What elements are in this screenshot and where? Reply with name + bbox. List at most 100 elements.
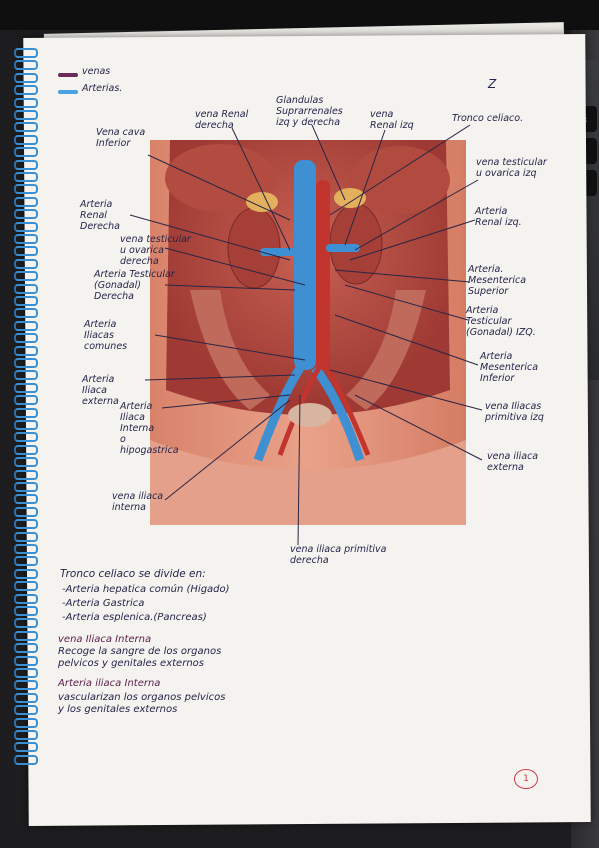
spleen-area xyxy=(350,146,450,214)
spiral-coil xyxy=(14,184,38,195)
anatomy-illustration xyxy=(150,140,466,525)
label-arteria-iliaca-interna: Arteria Iliaca Interna o hipogastrica xyxy=(120,401,179,456)
label-arteria-iliacas-comunes: Arteria Iliacas comunes xyxy=(84,319,128,352)
spiral-coil xyxy=(14,370,38,381)
page-number: 1 xyxy=(514,769,538,789)
spiral-coil xyxy=(14,271,38,282)
spiral-coil xyxy=(14,85,38,96)
spiral-coil xyxy=(14,110,38,120)
label-vena-cava-inferior: Vena cava Inferior xyxy=(96,127,146,149)
spiral-coil xyxy=(14,692,38,703)
spiral-coil xyxy=(14,717,38,728)
spiral-coil xyxy=(14,122,38,133)
spiral-coil xyxy=(14,246,38,257)
note-vena-iliaca-text: Recoge la sangre de los organos pelvicos… xyxy=(58,646,222,669)
label-vena-iliaca-externa: vena iliaca externa xyxy=(487,451,539,473)
spiral-coil xyxy=(14,258,38,269)
lower-abdomen xyxy=(150,440,466,525)
spiral-coil xyxy=(14,420,38,430)
label-vena-testicular-ovarica-izq: vena testicular u ovarica izq xyxy=(476,157,547,179)
label-vena-iliaca-primitiva-derecha: vena iliaca primitiva derecha xyxy=(290,544,387,566)
spiral-coil xyxy=(14,519,38,530)
label-vena-iliaca-interna: vena iliaca interna xyxy=(112,491,164,513)
spiral-coil xyxy=(14,234,38,244)
spiral-coil xyxy=(14,308,38,319)
label-vena-renal-izq: vena Renal izq xyxy=(370,109,414,131)
spiral-coil xyxy=(14,209,38,220)
spiral-coil xyxy=(14,556,38,567)
spiral-coil xyxy=(14,618,38,629)
spiral-coil xyxy=(14,345,38,356)
note-vena-iliaca-heading: vena Iliaca Interna xyxy=(58,634,152,645)
spiral-coil xyxy=(14,730,38,740)
label-arteria-iliaca-externa: Arteria Iliaca externa xyxy=(82,374,119,407)
spiral-coil xyxy=(14,147,38,158)
spiral-coil xyxy=(14,444,38,455)
spiral-coil xyxy=(14,407,38,418)
spiral-coil xyxy=(14,668,38,678)
spiral-coil xyxy=(14,432,38,443)
bladder xyxy=(288,403,332,427)
label-arteria-testicular-derecha: Arteria Testicular (Gonadal) Derecha xyxy=(94,269,175,302)
spiral-coil xyxy=(14,72,38,83)
label-vena-iliaca-primitiva-izq: vena Iliacas primitiva izq xyxy=(485,401,544,423)
label-arteria-testicular-izq: Arteria Testicular (Gonadal) IZQ. xyxy=(466,305,536,338)
spiral-coil xyxy=(14,296,38,306)
veins-legend-swatch xyxy=(58,73,78,77)
spiral-coil xyxy=(14,283,38,294)
spiral-coil xyxy=(14,196,38,207)
note-tronco-item-3: -Arteria esplenica.(Pancreas) xyxy=(62,612,207,623)
spiral-coil xyxy=(14,742,38,753)
spiral-coil xyxy=(14,134,38,145)
abdominal-aorta xyxy=(316,180,330,370)
note-tronco-item-1: -Arteria hepatica común (Higado) xyxy=(62,584,230,595)
arteries-legend-swatch xyxy=(58,90,78,94)
spiral-coil xyxy=(14,358,38,368)
spiral-coil xyxy=(14,544,38,554)
spiral-coil xyxy=(14,494,38,505)
spiral-coil xyxy=(14,506,38,517)
label-arteria-renal-derecha: Arteria Renal Derecha xyxy=(80,199,120,232)
spiral-coil xyxy=(14,320,38,331)
note-arteria-iliaca-heading: Arteria iliaca Interna xyxy=(58,678,161,689)
label-tronco-celiaco: Tronco celiaco. xyxy=(452,113,524,124)
left-renal-vein xyxy=(326,244,360,252)
spiral-coil xyxy=(14,395,38,406)
spiral-coil xyxy=(14,581,38,592)
spiral-coil xyxy=(14,606,38,616)
veins-legend-label: venas xyxy=(82,66,111,77)
arteries-legend-label: Arterias. xyxy=(82,83,123,94)
spiral-coil xyxy=(14,705,38,716)
inferior-vena-cava xyxy=(294,160,316,370)
spiral-coil xyxy=(14,593,38,604)
spiral-coil xyxy=(14,482,38,492)
spiral-coil xyxy=(14,630,38,641)
spiral-coil xyxy=(14,655,38,666)
spiral-coil xyxy=(14,457,38,468)
note-tronco-item-2: -Arteria Gastrica xyxy=(62,598,145,609)
right-adrenal-gland xyxy=(246,192,278,212)
spiral-coil xyxy=(14,48,38,58)
right-renal-vein xyxy=(260,248,300,256)
notebook-spiral xyxy=(14,48,38,768)
label-vena-renal-derecha: vena Renal derecha xyxy=(195,109,249,131)
spiral-coil xyxy=(14,333,38,344)
spiral-coil xyxy=(14,159,38,170)
spiral-coil xyxy=(14,754,38,765)
note-arteria-iliaca-text: vascularizan los organos pelvicos y los … xyxy=(58,692,226,715)
spiral-coil xyxy=(14,680,38,691)
spiral-coil xyxy=(14,382,38,393)
spiral-coil xyxy=(14,568,38,579)
left-adrenal-gland xyxy=(334,188,366,208)
spiral-coil xyxy=(14,643,38,654)
note-tronco-heading: Tronco celiaco se divide en: xyxy=(60,568,206,580)
label-arteria-mesenterica-inferior: Arteria Mesenterica Inferior xyxy=(480,351,539,384)
label-arteria-mesenterica-superior: Arteria. Mesenterica Superior xyxy=(468,264,527,297)
spiral-coil xyxy=(14,469,38,480)
spiral-coil xyxy=(14,60,38,71)
spiral-coil xyxy=(14,221,38,232)
spiral-coil xyxy=(14,97,38,108)
label-vena-testicular-ovarica-derecha: vena testicular u ovarica derecha xyxy=(120,234,191,267)
label-glandulas-suprarrenales: Glandulas Suprarrenales izq y derecha xyxy=(276,95,343,128)
corner-mark: Z xyxy=(488,77,497,91)
